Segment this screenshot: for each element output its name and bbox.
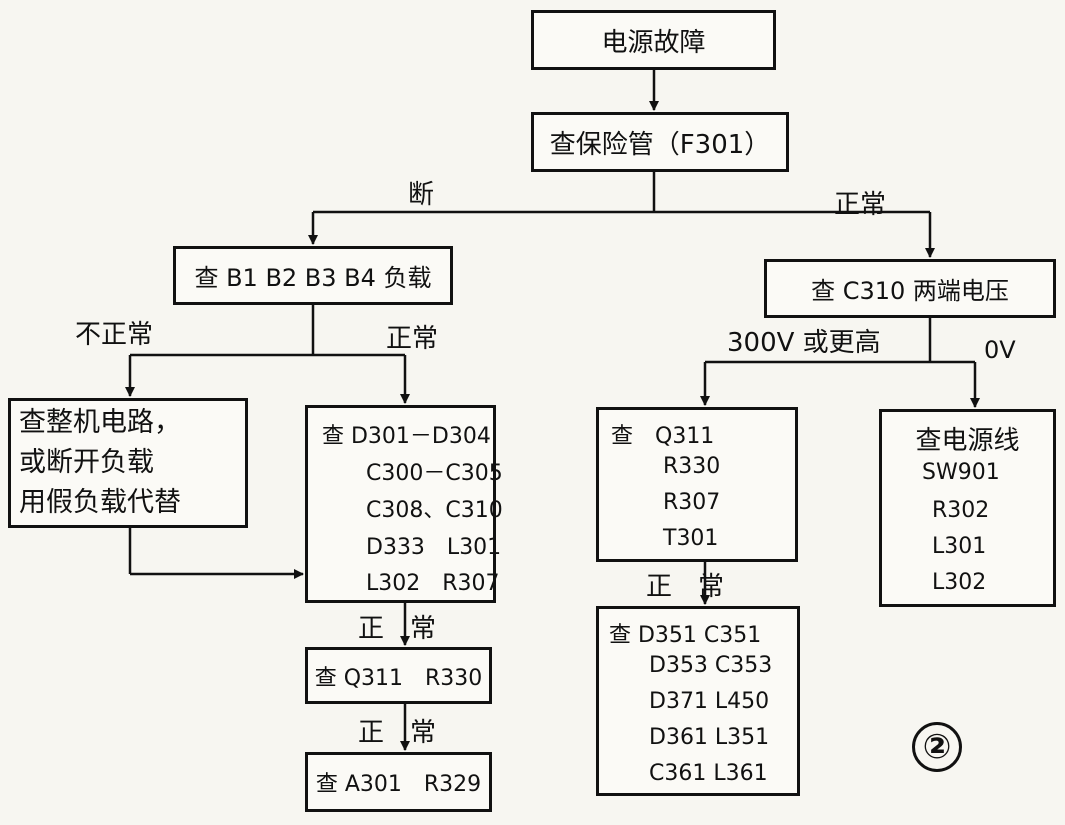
edge-label-abnormal: 不正常	[75, 320, 154, 350]
node-check-power-cord: 查电源线 SW901 R302 L301 L302	[879, 409, 1056, 607]
node-a301-r329-label: 查 A301 R329	[315, 772, 482, 797]
node-d351-list-line: 查 D351 C351	[609, 623, 762, 648]
node-check-q311-r330: 查 Q311 R330	[305, 647, 492, 704]
node-power-cord-line: L302	[932, 570, 987, 595]
node-d351-list-line: C361 L361	[649, 761, 768, 786]
edge-label-broken: 断	[408, 180, 435, 210]
node-d351-list-line: D361 L351	[649, 725, 770, 750]
node-q311-list-line: R330	[663, 454, 721, 479]
node-check-load-label: 查 B1 B2 B3 B4 负载	[194, 264, 432, 292]
node-power-fault: 电源故障	[531, 10, 776, 70]
node-d351-list-line: D353 C353	[649, 653, 773, 678]
node-check-c310-label: 查 C310 两端电压	[811, 277, 1009, 305]
node-diodes-line: 查 D301－D304	[322, 424, 491, 449]
node-whole-circuit-line: 用假负载代替	[19, 487, 181, 518]
node-power-cord-line: R302	[932, 498, 990, 523]
node-power-cord-line: L301	[932, 534, 987, 559]
node-check-q311-list: 查 Q311 R330 R307 T301	[596, 407, 798, 562]
node-q311-list-line: T301	[663, 526, 719, 551]
node-check-c310-voltage: 查 C310 两端电压	[764, 259, 1056, 318]
edge-label-normal: 正常	[834, 190, 887, 220]
node-whole-circuit-line: 或断开负载	[19, 447, 154, 478]
node-diodes-line: C300－C305	[366, 461, 503, 486]
edge-label-normal: 正 常	[358, 614, 437, 644]
node-check-fuse-label: 查保险管（F301）	[549, 129, 771, 160]
node-q311-list-line: 查 Q311	[611, 424, 715, 449]
edge-label-normal: 正常	[386, 324, 439, 354]
node-check-load: 查 B1 B2 B3 B4 负载	[173, 246, 453, 305]
node-check-diodes: 查 D301－D304 C300－C305 C308、C310 D333 L30…	[305, 405, 503, 603]
node-diodes-line: L302 R307	[366, 571, 500, 596]
edge-label-normal: 正 常	[358, 718, 437, 748]
node-check-a301-r329: 查 A301 R329	[305, 752, 492, 812]
edge-label-0v: 0V	[984, 336, 1016, 364]
node-power-cord-line: 查电源线	[915, 426, 1020, 456]
edge-label-300v: 300V 或更高	[727, 328, 881, 358]
node-check-d351-list: 查 D351 C351 D353 C353 D371 L450 D361 L35…	[596, 606, 800, 796]
node-d351-list-line: D371 L450	[649, 689, 770, 714]
figure-number: ②	[912, 722, 962, 772]
node-q311-list-line: R307	[663, 490, 721, 515]
node-whole-circuit-line: 查整机电路，	[19, 407, 181, 438]
node-check-fuse: 查保险管（F301）	[531, 112, 789, 172]
node-diodes-line: D333 L301	[366, 535, 502, 560]
node-power-cord-line: SW901	[922, 460, 1000, 485]
node-q311-r330-label: 查 Q311 R330	[314, 665, 483, 691]
edge-label-normal: 正 常	[646, 572, 725, 602]
node-power-fault-label: 电源故障	[601, 27, 706, 58]
node-check-whole-circuit: 查整机电路， 或断开负载 用假负载代替	[8, 398, 248, 528]
node-diodes-line: C308、C310	[366, 498, 503, 523]
